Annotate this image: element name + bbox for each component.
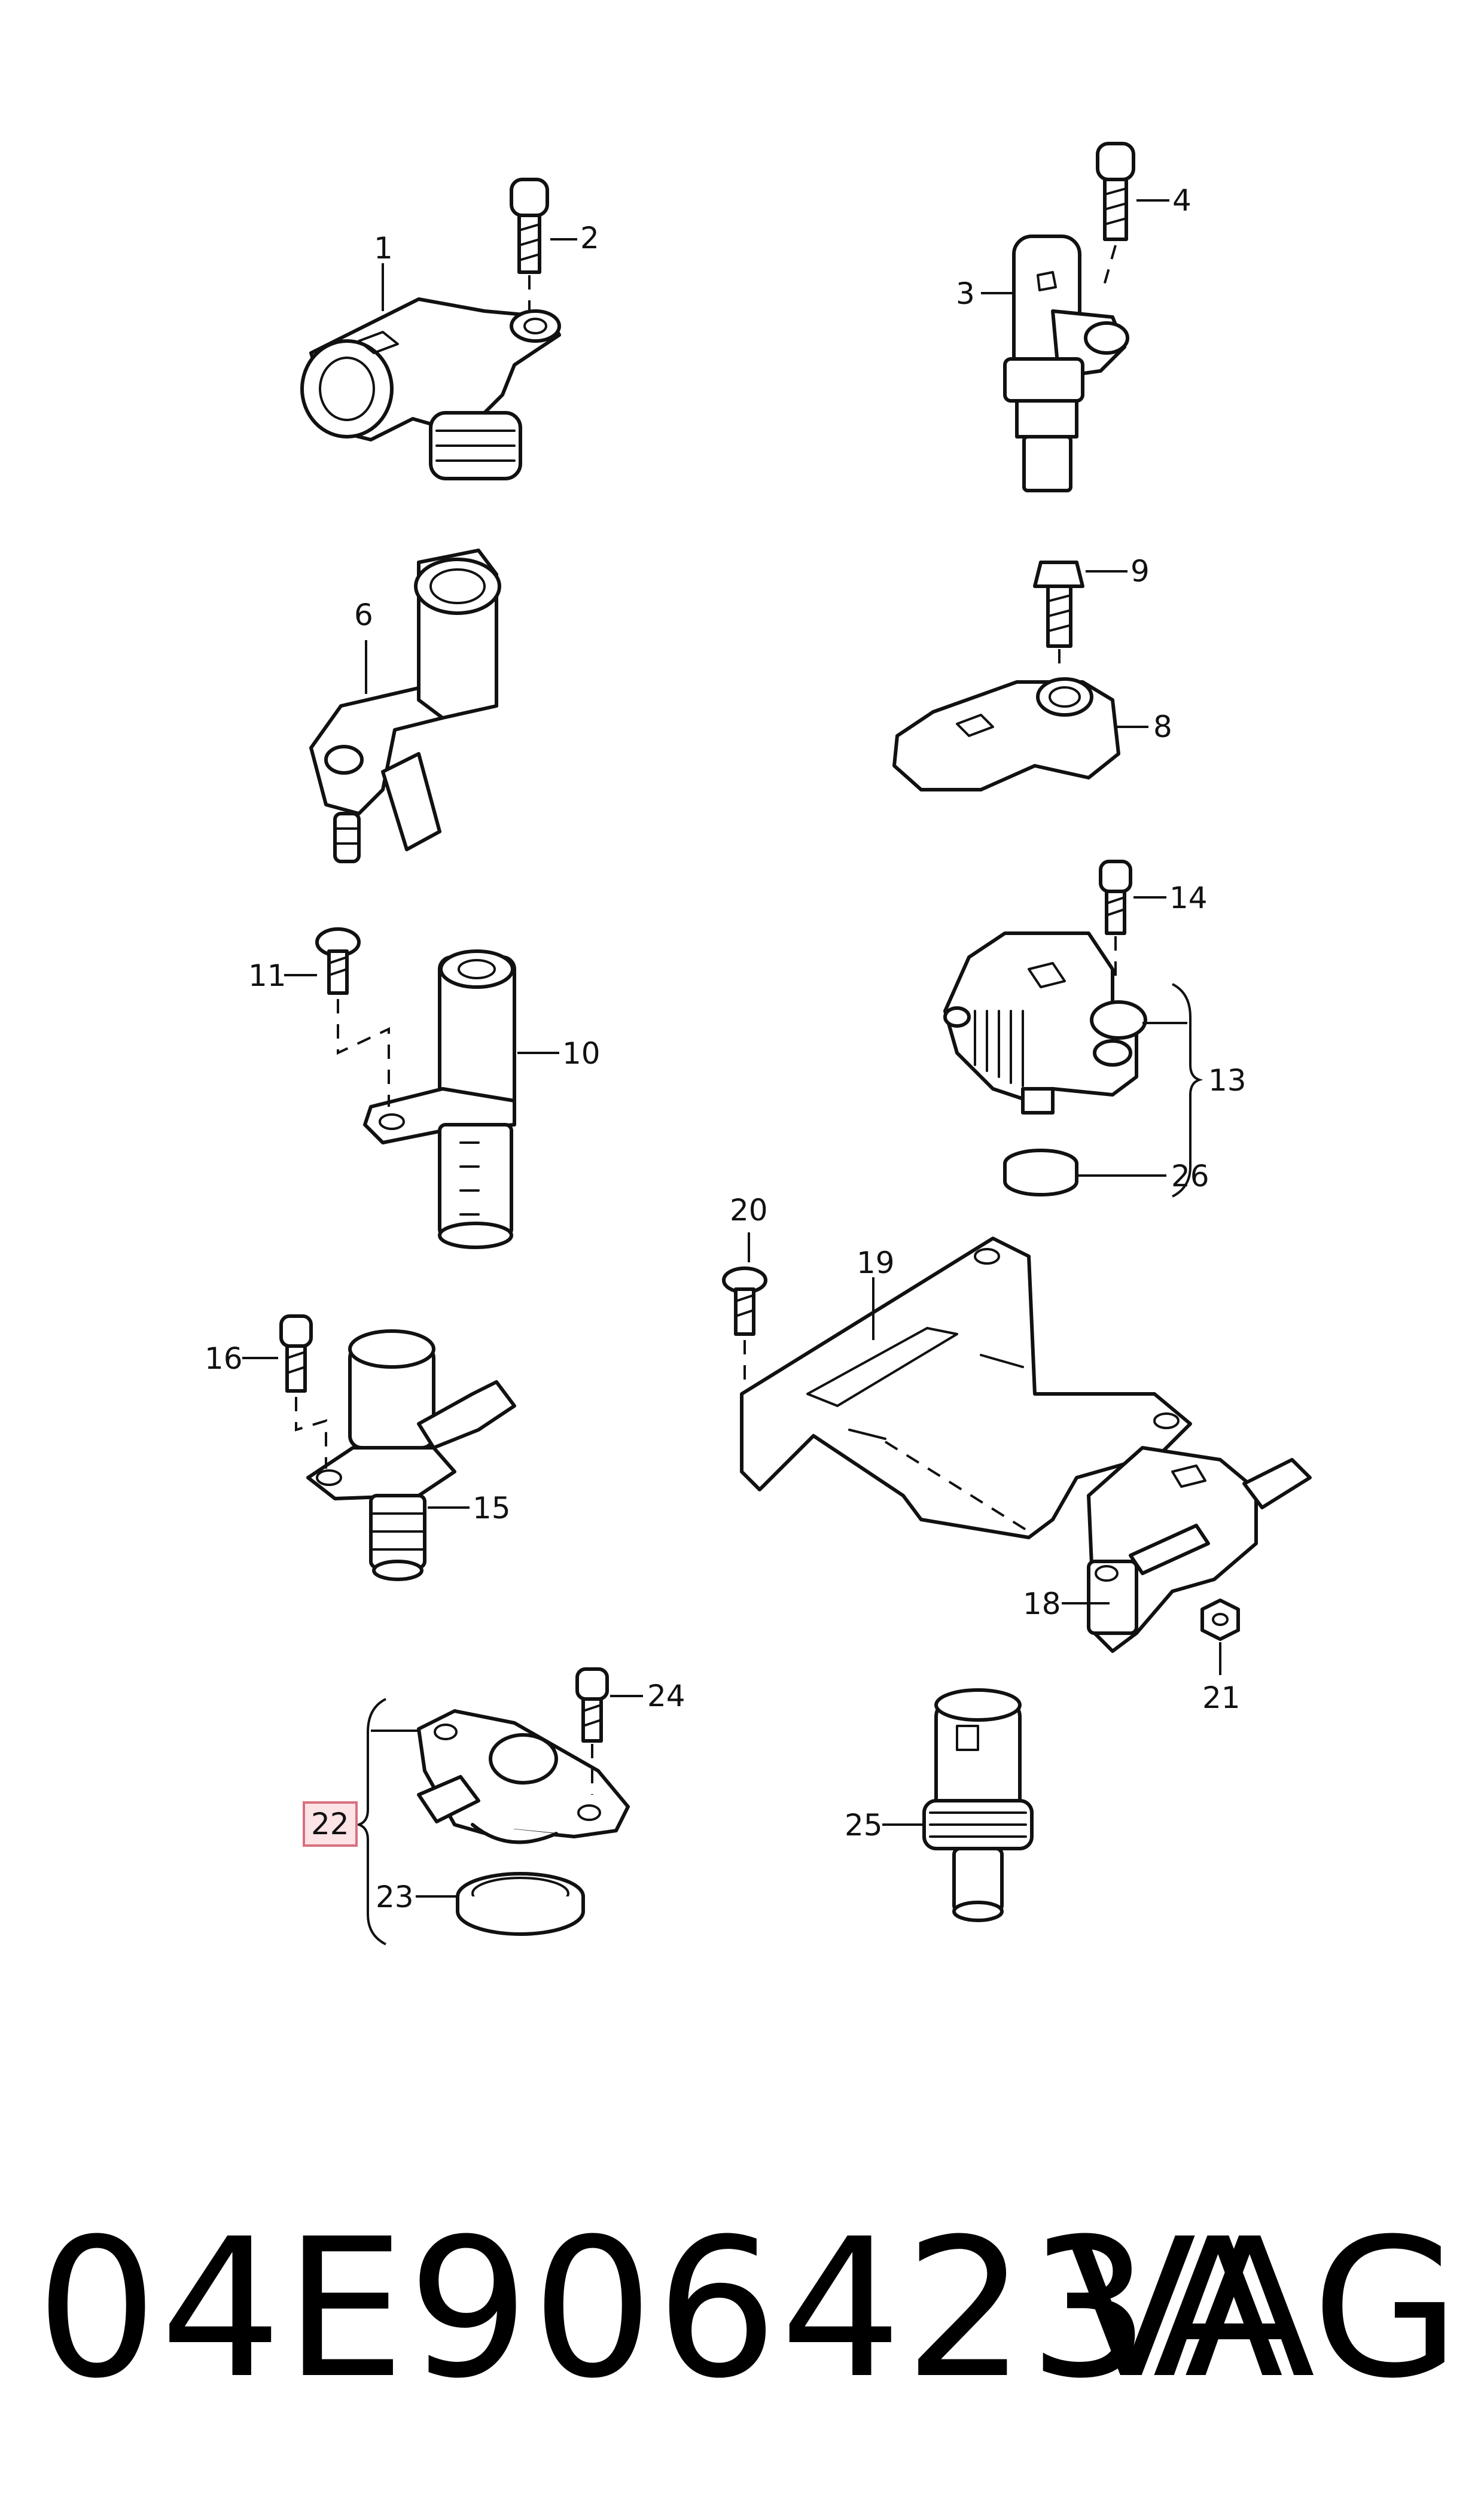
part-16-bolt: [279, 1314, 327, 1469]
part-19-bracket: [740, 1237, 1192, 1539]
brand-name: VAG: [1065, 2198, 1460, 2420]
callout-16: 16: [205, 1341, 243, 1376]
part-14-bolt: [1099, 860, 1132, 981]
part-15-valve: [306, 1329, 516, 1581]
callout-19: 19: [857, 1246, 895, 1280]
callout-2: 2: [580, 221, 599, 255]
part-number: 04E906423A: [36, 2198, 1286, 2420]
part-8-sensor: [892, 677, 1120, 791]
callout-26: 26: [1171, 1159, 1209, 1193]
part-25-switch: [922, 1688, 1034, 1922]
callout-15: 15: [473, 1491, 511, 1526]
callout-13: 13: [1208, 1063, 1247, 1098]
part-13-actuator: [943, 931, 1147, 1115]
part-4-bolt: [1096, 142, 1135, 288]
callout-25: 25: [845, 1808, 883, 1843]
part-9-bolt: [1033, 561, 1084, 673]
callout-23: 23: [376, 1880, 414, 1914]
callout-21: 21: [1202, 1680, 1241, 1715]
callout-18: 18: [1023, 1587, 1061, 1621]
callout-14: 14: [1169, 881, 1208, 915]
part-23-seal: [456, 1872, 585, 1936]
part-24-bolt: [575, 1667, 609, 1795]
callout-4: 4: [1172, 183, 1192, 218]
callout-1: 1: [374, 231, 393, 266]
part-1-sensor: [300, 297, 561, 480]
callout-8: 8: [1153, 710, 1172, 744]
part-21-nut: [1200, 1599, 1240, 1641]
callout-22-highlight: [303, 1801, 358, 1847]
part-18-sensor: [1087, 1446, 1312, 1653]
part-3-sensor: [1003, 235, 1129, 492]
part-26-cap: [1003, 1149, 1078, 1196]
callout-22: 22: [311, 1807, 349, 1841]
part-11-bolt: [315, 927, 390, 1107]
parts-diagram: 1 2 3 4 6 8 9 10 11 13 14 15 16 18 19 20…: [205, 142, 1312, 1945]
part-2-bolt: [510, 178, 549, 311]
part-22-sensor: [417, 1709, 630, 1844]
part-20-bolt: [722, 1266, 767, 1382]
callout-11: 11: [248, 958, 287, 993]
callout-9: 9: [1130, 554, 1150, 589]
part-10-valve: [363, 949, 516, 1249]
callout-10: 10: [562, 1036, 601, 1071]
callout-3: 3: [956, 276, 975, 311]
callout-24: 24: [647, 1679, 685, 1713]
callout-6: 6: [354, 598, 373, 632]
callout-20: 20: [730, 1193, 768, 1228]
part-6-sensor: [309, 549, 501, 863]
